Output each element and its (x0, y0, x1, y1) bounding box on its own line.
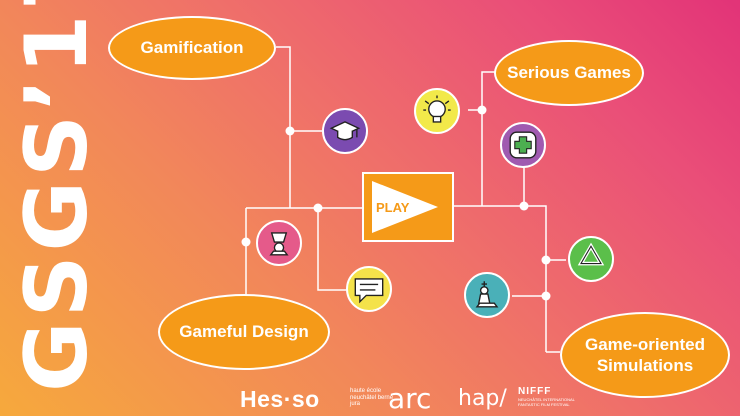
node-game-oriented-line2: Simulations (596, 356, 694, 375)
junction-dot (477, 105, 487, 115)
chess-pieces-icon (464, 272, 510, 318)
node-serious-games: Serious Games (494, 40, 644, 106)
node-gamification: Gamification (108, 16, 276, 80)
hap-logo: hap/ (458, 386, 507, 411)
junction-dot (313, 203, 323, 213)
node-gameful-design-label: Gameful Design (179, 322, 309, 342)
recycle-arrows-icon (568, 236, 614, 282)
arc-logo-caption: haute école neuchâtel berne jura (350, 388, 394, 408)
junction-dot (541, 291, 551, 301)
hes-so-logo: Hes·so (240, 386, 320, 412)
node-game-oriented-line1: Game-oriented (585, 334, 705, 354)
node-gameful-design: Gameful Design (158, 294, 330, 370)
play-triangle-icon (372, 181, 438, 233)
speech-bubble-icon (346, 266, 392, 312)
node-game-oriented-simulations: Game-oriented Simulations (560, 312, 730, 398)
nifff-logo: NIFFF (518, 386, 552, 397)
node-gamification-label: Gamification (140, 38, 244, 58)
play-label: PLAY (376, 200, 410, 215)
node-game-oriented-simulations-label: Game-oriented Simulations (585, 334, 705, 377)
junction-dot (541, 255, 551, 265)
junction-dot (241, 237, 251, 247)
junction-dot (285, 126, 295, 136)
play-button[interactable]: PLAY (362, 172, 454, 242)
arc-logo: arc (388, 382, 432, 415)
first-aid-cross-icon (500, 122, 546, 168)
lightbulb-icon (414, 88, 460, 134)
node-serious-games-label: Serious Games (507, 63, 631, 83)
poster-title: GSGS’17 (7, 0, 107, 392)
nifff-logo-caption: NEUCHÂTEL INTERNATIONAL FANTASTIC FILM F… (518, 397, 575, 407)
graduation-cap-icon (322, 108, 368, 154)
junction-dot (519, 201, 529, 211)
chess-king-icon (256, 220, 302, 266)
